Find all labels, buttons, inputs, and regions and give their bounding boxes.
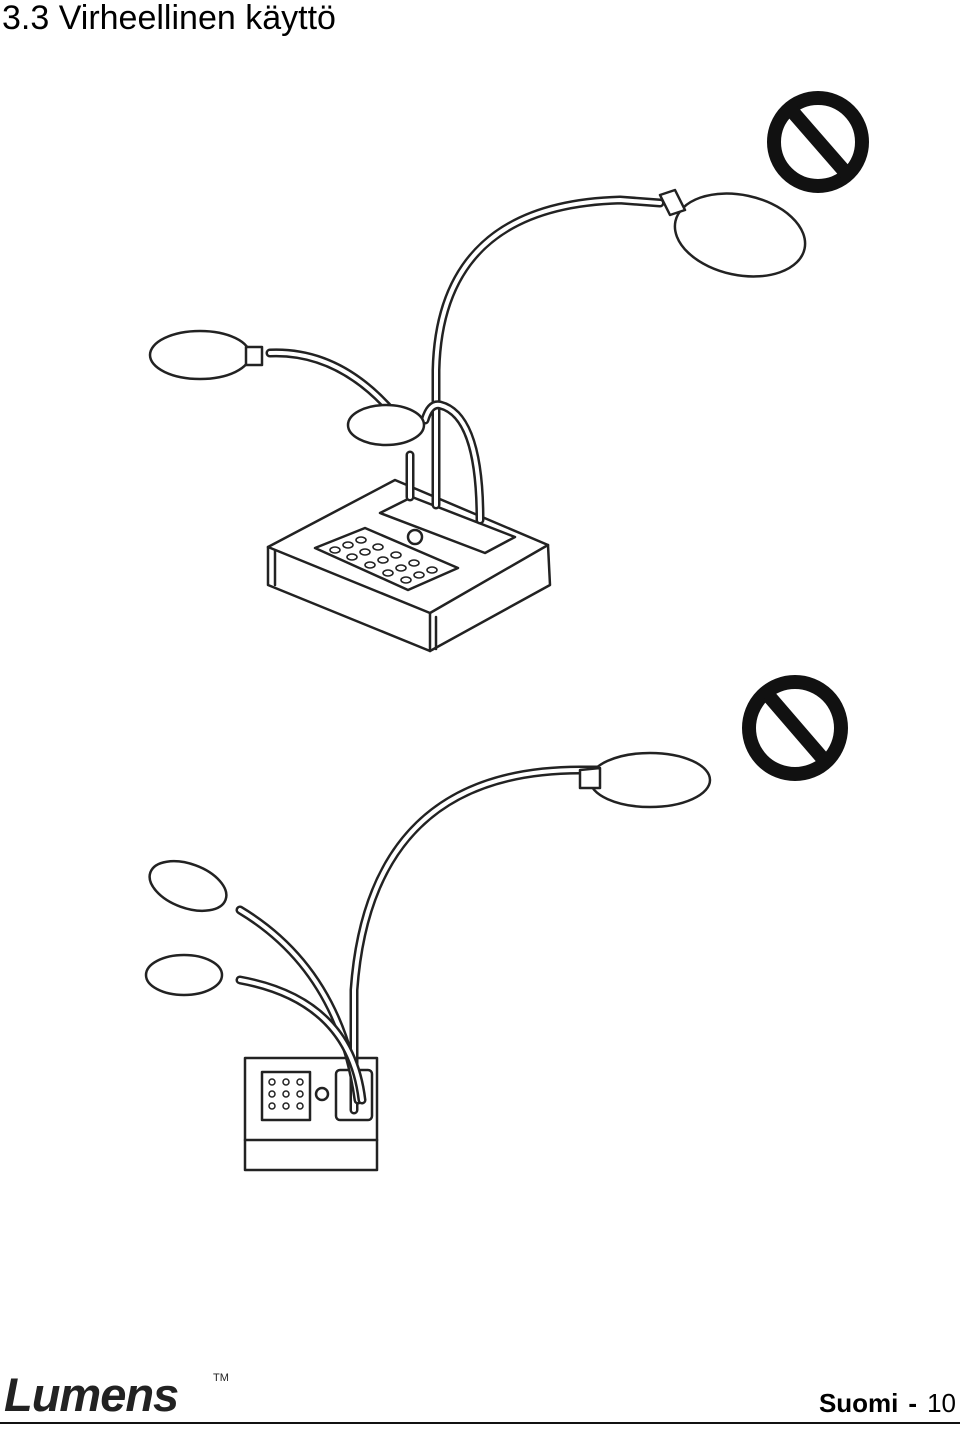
- page-number: 10: [927, 1388, 956, 1418]
- section-heading: 3.3 Virheellinen käyttö: [2, 0, 336, 37]
- incorrect-use-figure-1: [148, 91, 869, 653]
- page-info: Suomi-10: [819, 1388, 956, 1418]
- prohibited-icon: [742, 675, 848, 781]
- footer-divider: [0, 1422, 960, 1424]
- lumens-logo: Lumens: [4, 1368, 179, 1421]
- prohibited-icon: [767, 91, 869, 193]
- trademark-mark: TM: [213, 1372, 229, 1384]
- incorrect-use-figure-2: [144, 675, 848, 1172]
- footer-language: Suomi: [818, 1388, 899, 1418]
- footer-separator: -: [908, 1388, 918, 1418]
- camera-device-2: [144, 751, 712, 1172]
- camera-device-1: [148, 188, 807, 653]
